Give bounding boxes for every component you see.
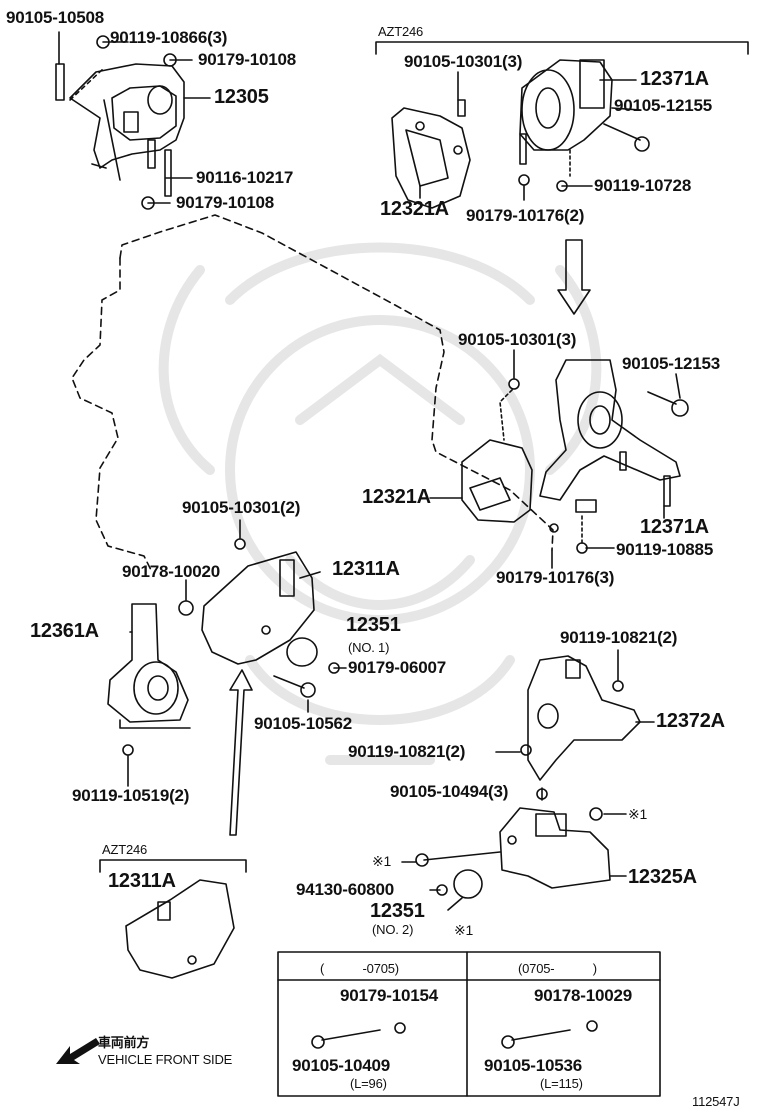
label-90179-10108-bottom: 90179-10108 <box>176 193 275 212</box>
bushing-12351-no1 <box>286 637 318 667</box>
label-12361A: 12361A <box>30 620 99 642</box>
mount-12305 <box>55 63 185 197</box>
label-90105-12155: 90105-12155 <box>614 96 713 115</box>
bracket-12311A <box>201 551 315 665</box>
label-mark-x1-a: ※1 <box>628 806 648 822</box>
label-90179-10176-3: 90179-10176(3) <box>496 568 615 587</box>
label-90116-10217: 90116-10217 <box>196 168 294 187</box>
label-90105-10562: 90105-10562 <box>254 714 353 733</box>
up-arrow <box>229 669 253 836</box>
label-12351-a: 12351 <box>346 614 401 636</box>
label-90119-10866: 90119-10866(3) <box>110 28 228 47</box>
engine-outline <box>119 214 554 551</box>
table-col1-nut: 90179-10154 <box>340 986 439 1005</box>
label-90179-10108-top: 90179-10108 <box>198 50 297 69</box>
bolt-90105-12155 <box>603 123 641 141</box>
azt246-bracket <box>375 41 749 55</box>
label-90179-06007: 90179-06007 <box>348 658 447 677</box>
label-no1: (NO. 1) <box>348 640 390 655</box>
engine-outline-left <box>71 257 153 573</box>
label-12371A-top: 12371A <box>640 68 709 90</box>
mount-12325A <box>499 807 611 889</box>
diagram-id: 112547J <box>692 1094 740 1109</box>
mount-12372A <box>527 655 641 781</box>
label-90105-10494: 90105-10494(3) <box>390 782 509 801</box>
label-12325A: 12325A <box>628 866 697 888</box>
mount-12371A-mid <box>539 359 681 513</box>
table-col2-header: (0705- ) <box>518 961 597 976</box>
table-col2-length: (L=115) <box>540 1076 583 1091</box>
bracket-12321A-top <box>391 107 471 209</box>
label-90105-10301-b: 90105-10301(3) <box>458 330 577 349</box>
vehicle-front-en: VEHICLE FRONT SIDE <box>98 1052 233 1067</box>
label-90119-10821-a: 90119-10821(2) <box>560 628 678 647</box>
label-90105-10301-a: 90105-10301(3) <box>404 52 523 71</box>
label-12311A-bottom: 12311A <box>108 870 176 892</box>
front-arrow-icon <box>56 1038 100 1064</box>
label-12372A: 12372A <box>656 710 725 732</box>
label-90105-10301-c: 90105-10301(2) <box>182 498 301 517</box>
table-col1-header: ( -0705) <box>320 961 399 976</box>
label-no2: (NO. 2) <box>372 922 414 937</box>
watermark-crest <box>158 242 602 765</box>
azt246-bracket-bottom <box>99 859 247 873</box>
label-90178-10020: 90178-10020 <box>122 562 221 581</box>
label-90179-10176-2: 90179-10176(2) <box>466 206 585 225</box>
bolt-90105-12153 <box>647 391 677 405</box>
label-12351-b: 12351 <box>370 900 425 922</box>
label-94130-60800: 94130-60800 <box>296 880 395 899</box>
bushing-12351-no2 <box>453 869 483 899</box>
label-90105-12153: 90105-12153 <box>622 354 721 373</box>
label-90119-10519: 90119-10519(2) <box>72 786 190 805</box>
table-col1-bolt: 90105-10409 <box>292 1056 391 1075</box>
bolt-90105-10562 <box>273 675 305 689</box>
table-col2-nut: 90178-10029 <box>534 986 633 1005</box>
variant-table <box>277 951 661 1097</box>
table-col1-length: (L=96) <box>350 1076 387 1091</box>
label-azt246-top: AZT246 <box>378 24 424 39</box>
label-90105-10508: 90105-10508 <box>6 8 105 27</box>
table-col2-bolt: 90105-10536 <box>484 1056 583 1075</box>
label-mark-x1-b: ※1 <box>372 853 392 869</box>
label-azt246-bottom: AZT246 <box>102 842 148 857</box>
label-12305: 12305 <box>214 86 269 108</box>
bracket-12321A-mid <box>461 389 533 523</box>
mount-12371A-top <box>519 59 613 177</box>
label-90119-10821-b: 90119-10821(2) <box>348 742 466 761</box>
label-90119-10728: 90119-10728 <box>594 176 692 195</box>
label-12311A: 12311A <box>332 558 400 580</box>
label-mark-x1-c: ※1 <box>454 922 474 938</box>
down-arrow <box>557 239 591 315</box>
label-12371A-mid: 12371A <box>640 516 709 538</box>
bolt-x1 <box>423 851 501 861</box>
label-12321A-mid: 12321A <box>362 486 431 508</box>
vehicle-front-jp: 車両前方 <box>98 1035 150 1050</box>
mount-12361A <box>107 603 191 729</box>
label-12321A-top: 12321A <box>380 198 449 220</box>
label-90119-10885: 90119-10885 <box>616 540 714 559</box>
bracket-12311A-bottom <box>125 879 235 979</box>
